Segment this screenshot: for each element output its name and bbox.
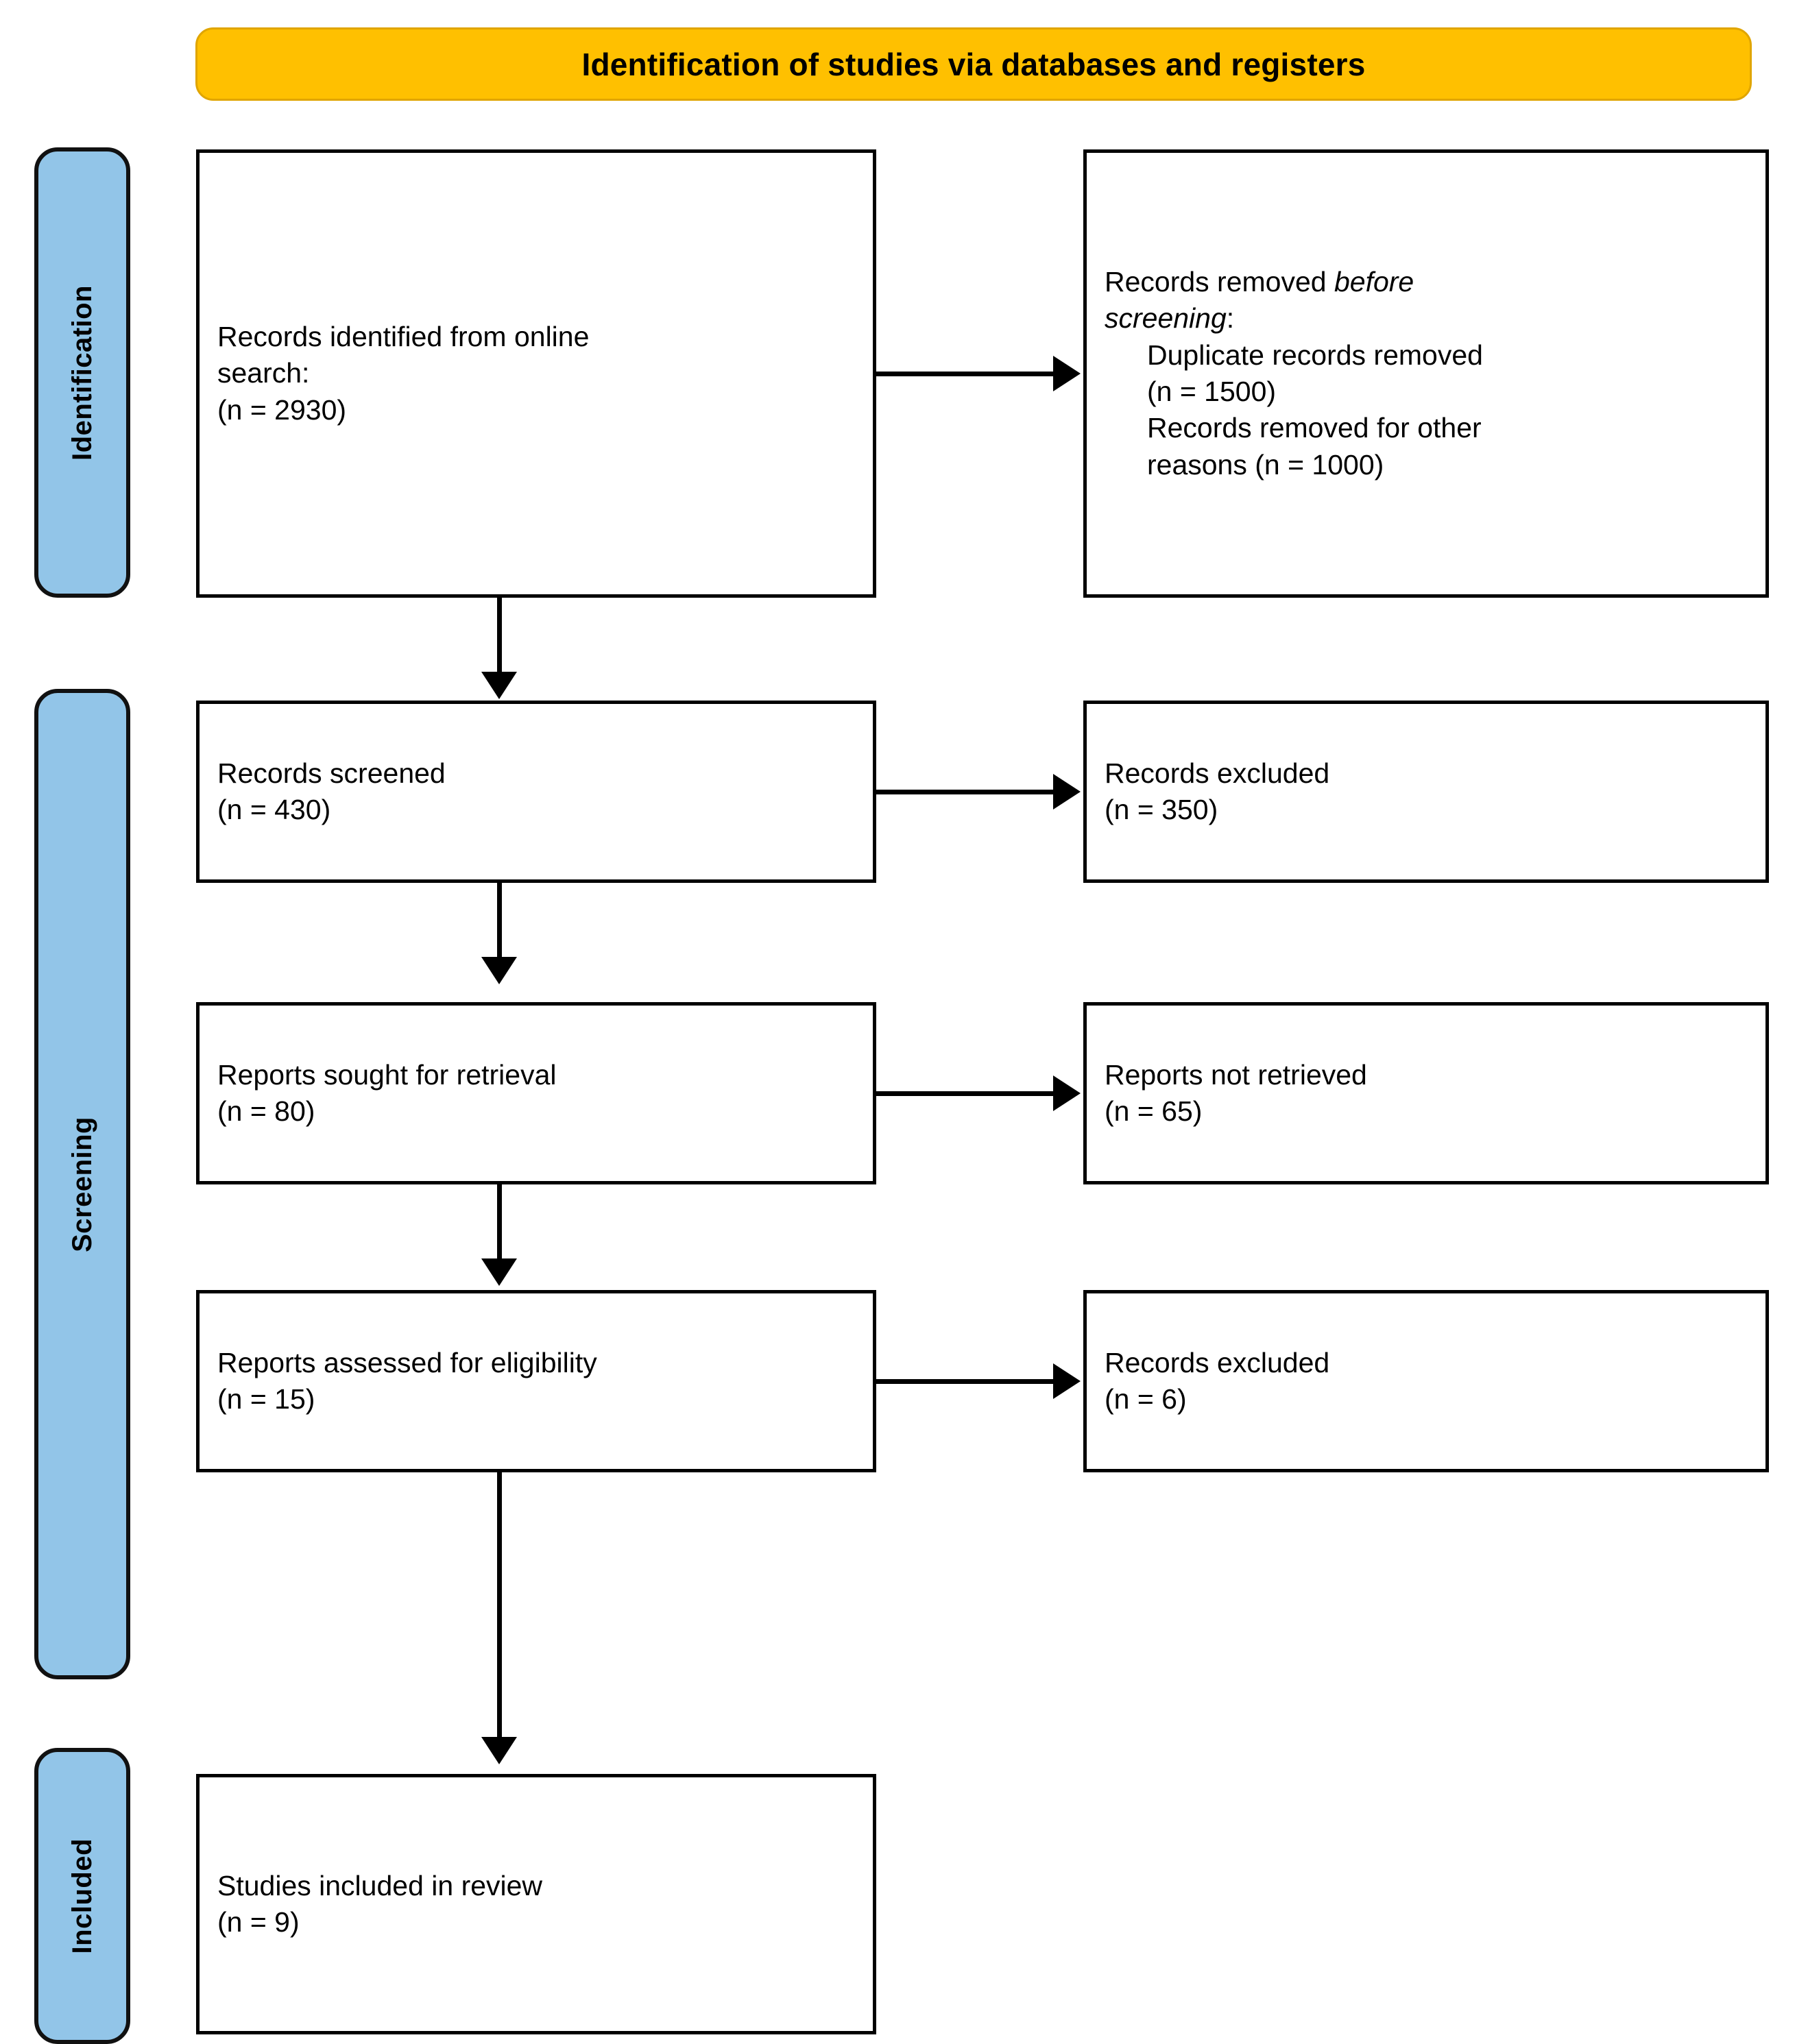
reports-assessed-count: (n = 15) [217, 1383, 315, 1415]
removed-item2-count: reasons (n = 1000) [1147, 448, 1384, 480]
connector-sought-to-not-retrieved-line [876, 1091, 1056, 1096]
stage-label-included: Included [34, 1748, 130, 2044]
box-records-removed-text: Records removed before screening: Duplic… [1105, 264, 1748, 483]
reports-not-retrieved-count: (n = 65) [1105, 1095, 1203, 1127]
stage-label-identification-text: Identification [67, 284, 97, 461]
records-identified-line1: Records identified from online [217, 321, 590, 353]
connector-identified-to-removed-arrow-icon [1053, 356, 1081, 391]
studies-included-label: Studies included in review [217, 1869, 543, 1901]
box-records-removed-before-screening: Records removed before screening: Duplic… [1083, 149, 1769, 598]
records-excluded-eligibility-label: Records excluded [1105, 1346, 1330, 1378]
reports-sought-label: Reports sought for retrieval [217, 1058, 557, 1091]
connector-screened-to-excluded-arrow-icon [1053, 774, 1081, 810]
connector-identified-to-screened-arrow-icon [481, 672, 517, 699]
box-studies-included: Studies included in review (n = 9) [196, 1774, 876, 2034]
box-records-identified: Records identified from online search: (… [196, 149, 876, 598]
reports-not-retrieved-label: Reports not retrieved [1105, 1058, 1367, 1091]
records-screened-count: (n = 430) [217, 794, 331, 825]
box-records-excluded-eligibility: Records excluded (n = 6) [1083, 1290, 1769, 1472]
reports-sought-count: (n = 80) [217, 1095, 315, 1127]
box-records-excluded-eligibility-text: Records excluded (n = 6) [1105, 1345, 1748, 1418]
diagram-title: Identification of studies via databases … [581, 46, 1366, 82]
removed-item1-label: Duplicate records removed [1147, 339, 1483, 371]
box-reports-sought-text: Reports sought for retrieval (n = 80) [217, 1057, 855, 1130]
box-records-screened: Records screened (n = 430) [196, 701, 876, 883]
connector-assessed-to-included-arrow-icon [481, 1737, 517, 1764]
box-records-identified-text: Records identified from online search: (… [217, 319, 855, 428]
stage-label-identification: Identification [34, 147, 130, 598]
removed-heading-italic-screening: screening [1105, 302, 1227, 334]
stage-label-screening-text: Screening [67, 1116, 97, 1252]
stage-label-screening: Screening [34, 689, 130, 1679]
box-reports-not-retrieved: Reports not retrieved (n = 65) [1083, 1002, 1769, 1184]
box-reports-sought: Reports sought for retrieval (n = 80) [196, 1002, 876, 1184]
diagram-header-banner: Identification of studies via databases … [195, 27, 1752, 101]
records-excluded-eligibility-count: (n = 6) [1105, 1383, 1187, 1415]
stage-label-included-text: Included [67, 1838, 97, 1954]
removed-item1-count: (n = 1500) [1147, 376, 1277, 407]
connector-screened-to-excluded-line [876, 790, 1056, 794]
box-records-screened-text: Records screened (n = 430) [217, 755, 855, 829]
connector-sought-to-not-retrieved-arrow-icon [1053, 1075, 1081, 1111]
studies-included-count: (n = 9) [217, 1906, 300, 1938]
connector-identified-to-removed-line [876, 372, 1056, 376]
box-studies-included-text: Studies included in review (n = 9) [217, 1868, 855, 1941]
box-records-excluded-screening-text: Records excluded (n = 350) [1105, 755, 1748, 829]
removed-item2-label: Records removed for other [1147, 412, 1482, 444]
connector-assessed-to-excluded-arrow-icon [1053, 1363, 1081, 1399]
box-reports-assessed: Reports assessed for eligibility (n = 15… [196, 1290, 876, 1472]
removed-heading-italic-before: before [1334, 266, 1414, 298]
connector-identified-to-screened-line [497, 598, 502, 677]
box-reports-not-retrieved-text: Reports not retrieved (n = 65) [1105, 1057, 1748, 1130]
connector-assessed-to-included-line [497, 1472, 502, 1742]
box-reports-assessed-text: Reports assessed for eligibility (n = 15… [217, 1345, 855, 1418]
records-screened-label: Records screened [217, 757, 446, 789]
records-excluded-screening-label: Records excluded [1105, 757, 1330, 789]
records-identified-line2: search: [217, 357, 310, 389]
connector-screened-to-sought-line [497, 883, 502, 962]
connector-sought-to-assessed-line [497, 1184, 502, 1263]
connector-assessed-to-excluded-line [876, 1379, 1056, 1384]
removed-heading-suffix: : [1226, 302, 1235, 334]
box-records-excluded-screening: Records excluded (n = 350) [1083, 701, 1769, 883]
records-identified-count: (n = 2930) [217, 393, 347, 426]
connector-sought-to-assessed-arrow-icon [481, 1258, 517, 1286]
records-excluded-screening-count: (n = 350) [1105, 794, 1218, 825]
connector-screened-to-sought-arrow-icon [481, 957, 517, 984]
removed-heading-prefix: Records removed [1105, 266, 1334, 298]
reports-assessed-label: Reports assessed for eligibility [217, 1346, 597, 1378]
